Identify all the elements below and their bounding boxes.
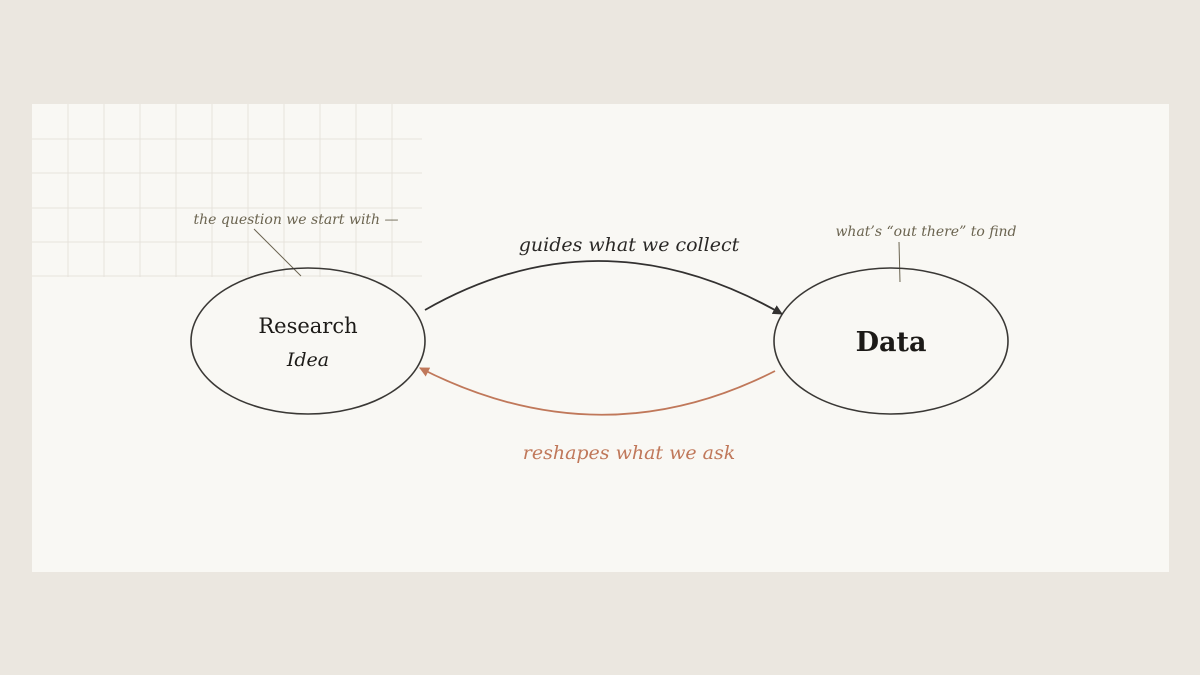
research-annotation: the question we start with — <box>193 212 398 228</box>
data-annotation-leader <box>898 241 901 283</box>
backward-edge-label: reshapes what we ask <box>523 442 735 464</box>
diagram-card <box>32 104 1169 572</box>
forward-edge-label: guides what we collect <box>519 234 740 256</box>
research-node-title: Research <box>258 314 357 338</box>
data-annotation: what’s “out there” to find <box>835 224 1016 240</box>
data-node <box>773 267 1009 415</box>
data-node-label: Data <box>856 327 927 358</box>
research-idea-node <box>190 267 426 415</box>
research-node-subtitle: Idea <box>286 349 329 371</box>
backward-arrow <box>419 367 776 416</box>
forward-arrow <box>424 260 783 315</box>
background-grid <box>32 104 422 277</box>
